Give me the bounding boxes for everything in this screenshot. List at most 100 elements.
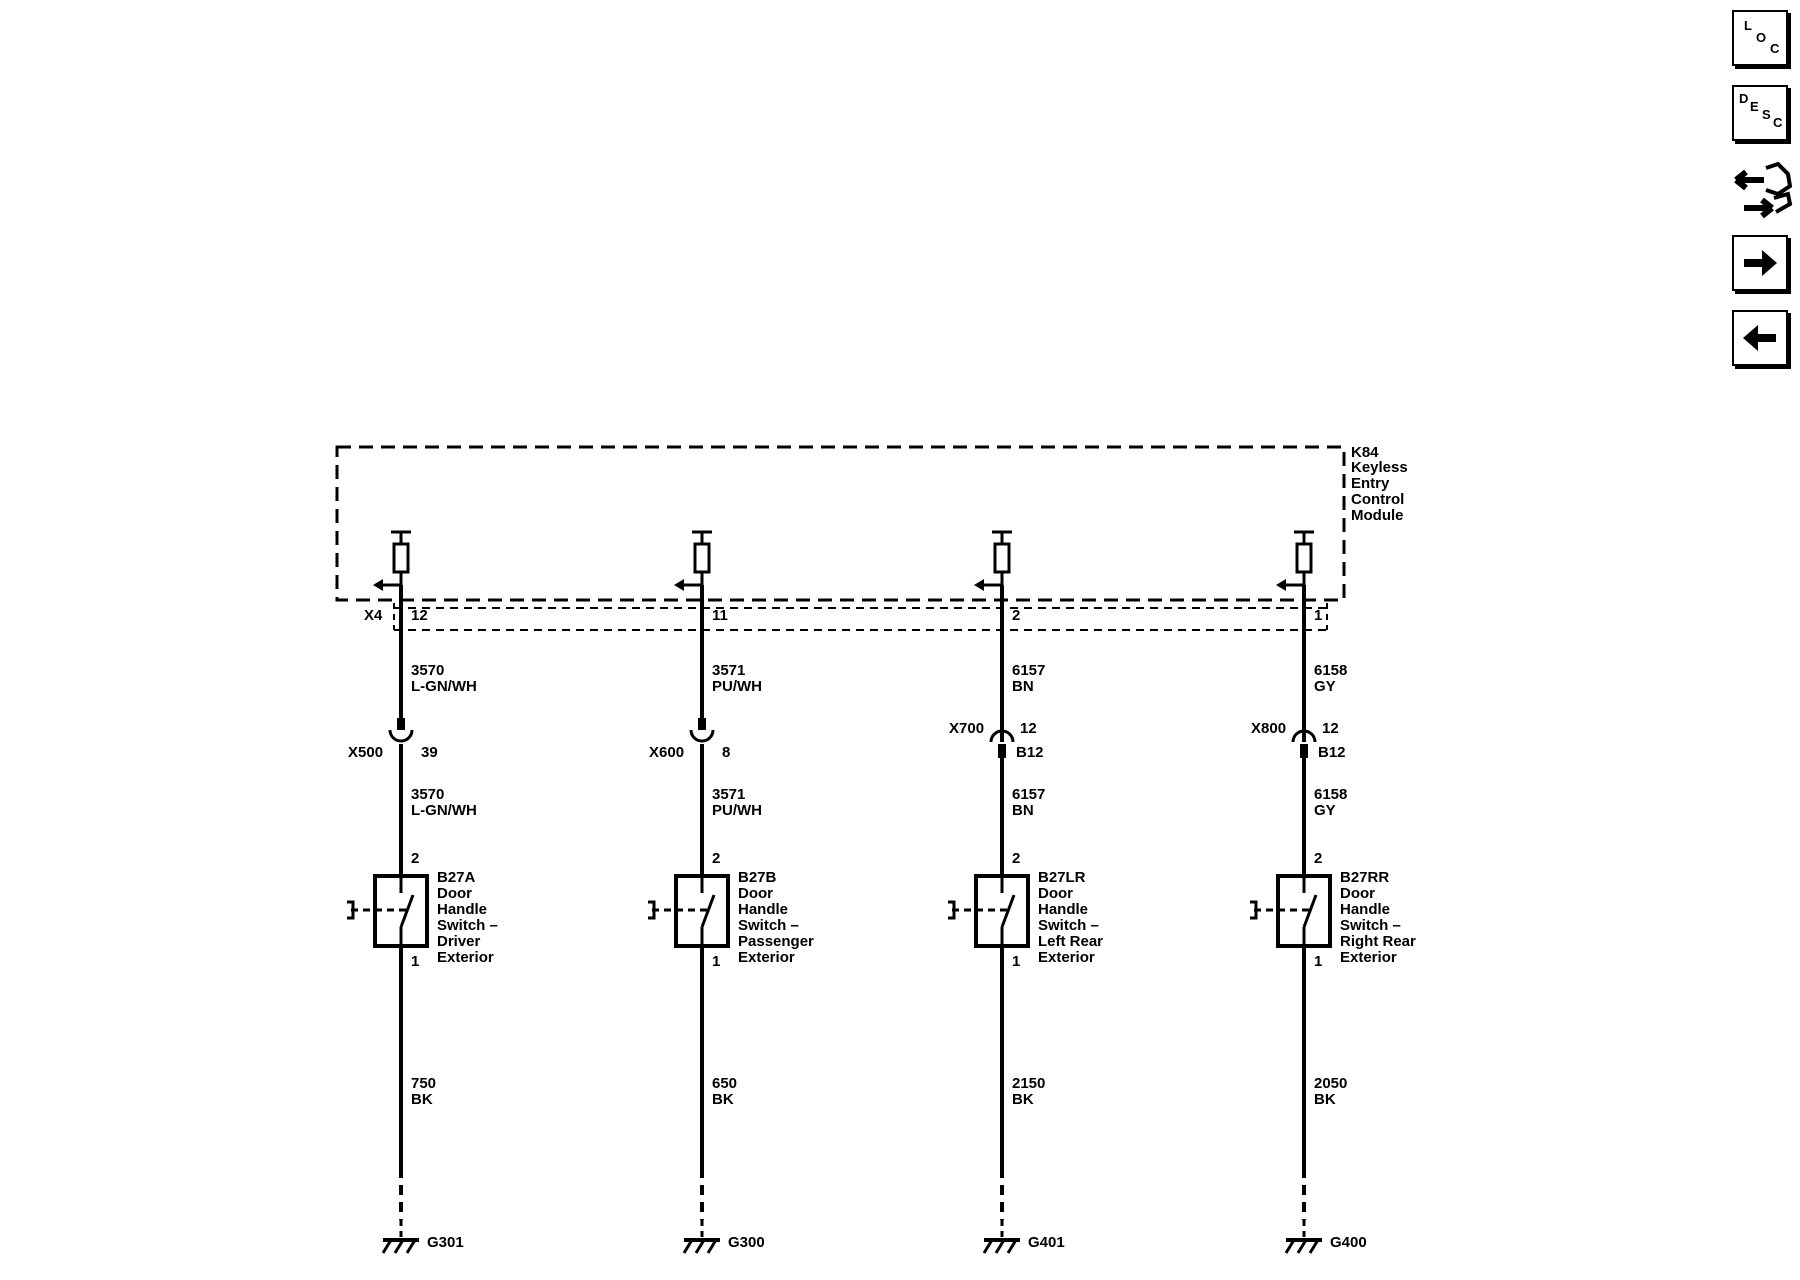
ground-label: G301 xyxy=(427,1234,464,1251)
switch-ref: B27A xyxy=(437,869,476,886)
connector-plug-icon xyxy=(1734,161,1793,219)
ground-tine xyxy=(1284,1239,1296,1254)
wire-color: GY xyxy=(1314,802,1336,819)
switch-desc-line: Handle xyxy=(437,901,487,918)
switch-blade xyxy=(700,894,716,928)
switch-desc-line: Exterior xyxy=(1038,949,1095,966)
switch-pin-label: 2 xyxy=(712,850,720,867)
switch-blade xyxy=(399,894,415,928)
wire-circuit-number: 2150 xyxy=(1012,1075,1045,1092)
switch-actuator-bracket xyxy=(948,900,956,920)
inline-connector-pin2-label: B12 xyxy=(1016,744,1044,761)
switch-desc-line: Right Rear xyxy=(1340,933,1416,950)
switch-pin-label: 1 xyxy=(1314,953,1322,970)
switch-desc-line: Door xyxy=(738,885,773,902)
wire-color: BK xyxy=(712,1091,734,1108)
ground-tine xyxy=(982,1239,994,1254)
switch-ref: B27B xyxy=(738,869,777,886)
switch-blade xyxy=(1302,894,1318,928)
inline-connector-pin-label: 8 xyxy=(722,744,730,761)
ground-tine xyxy=(1296,1239,1308,1254)
module-pin-label: 11 xyxy=(712,607,728,624)
inline-connector-female-half xyxy=(989,729,1015,743)
inline-connector-label: X500 xyxy=(348,744,383,761)
switch-desc-line: Switch – xyxy=(1038,917,1099,934)
switch-pin-label: 2 xyxy=(1012,850,1020,867)
inline-connector-pin xyxy=(397,718,405,730)
switch-desc-line: Passenger xyxy=(738,933,814,950)
ground-label: G400 xyxy=(1330,1234,1367,1251)
ground-tine xyxy=(994,1239,1006,1254)
inline-connector-female-half xyxy=(689,729,715,743)
switch-desc-line: Exterior xyxy=(738,949,795,966)
description-button[interactable]: D E S C xyxy=(1732,85,1788,141)
inline-connector-pin xyxy=(698,718,706,730)
module-pin-label: 1 xyxy=(1314,607,1322,624)
switch-blade xyxy=(1000,894,1016,928)
module-name-line: Keyless xyxy=(1351,459,1408,476)
inline-connector-label: X700 xyxy=(949,720,984,737)
switch-desc-line: Driver xyxy=(437,933,481,950)
previous-button[interactable] xyxy=(1732,310,1788,366)
signal-arrow-head xyxy=(974,579,984,591)
switch-pin-label: 1 xyxy=(411,953,419,970)
wire-circuit-number: 6158 xyxy=(1314,786,1347,803)
inline-connector-label: X800 xyxy=(1251,720,1286,737)
inline-connector-pin-label: 12 xyxy=(1322,720,1339,737)
ground-tine xyxy=(1006,1239,1018,1254)
switch-desc-line: Left Rear xyxy=(1038,933,1103,950)
wire-color: L-GN/WH xyxy=(411,802,477,819)
switch-actuator-bracket xyxy=(347,900,355,920)
signal-arrow-head xyxy=(1276,579,1286,591)
switch-desc-line: Door xyxy=(1038,885,1073,902)
switch-actuator-bracket xyxy=(1250,900,1258,920)
wire-circuit-number: 3571 xyxy=(712,662,745,679)
ground-tine xyxy=(405,1239,417,1254)
next-button[interactable] xyxy=(1732,235,1788,291)
module-name-line: Module xyxy=(1351,507,1404,524)
inline-connector-pin-label: 39 xyxy=(421,744,438,761)
wire-circuit-number: 3570 xyxy=(411,786,444,803)
inline-connector-label: X600 xyxy=(649,744,684,761)
switch-desc-line: Exterior xyxy=(437,949,494,966)
wire-circuit-number: 2050 xyxy=(1314,1075,1347,1092)
output-driver-box xyxy=(392,542,410,574)
wire-circuit-number: 650 xyxy=(712,1075,737,1092)
wire-circuit-number: 6157 xyxy=(1012,662,1045,679)
inline-connector-male-pin xyxy=(998,744,1006,758)
ground-tine xyxy=(694,1239,706,1254)
switch-ref: B27RR xyxy=(1340,869,1389,886)
module-label: K84 Keyless Entry Control Module xyxy=(1351,444,1408,524)
switch-pin-label: 1 xyxy=(712,953,720,970)
location-button[interactable]: L O C xyxy=(1732,10,1788,66)
inline-connector-pin2-label: B12 xyxy=(1318,744,1346,761)
wire-circuit-number: 6158 xyxy=(1314,662,1347,679)
switch-desc-line: Switch – xyxy=(437,917,498,934)
wire-color: GY xyxy=(1314,678,1336,695)
inline-connector-female-half xyxy=(1291,729,1317,743)
wire-color: BK xyxy=(1314,1091,1336,1108)
switch-ref: B27LR xyxy=(1038,869,1086,886)
switch-desc-line: Exterior xyxy=(1340,949,1397,966)
module-ref: K84 xyxy=(1351,444,1379,461)
signal-arrow-head xyxy=(674,579,684,591)
module-pin-label: 12 xyxy=(411,607,428,624)
wire-circuit-number: 6157 xyxy=(1012,786,1045,803)
wire-color: BN xyxy=(1012,802,1034,819)
module-boundary xyxy=(335,445,1346,602)
wire-color: BK xyxy=(1012,1091,1034,1108)
connector-button[interactable] xyxy=(1732,160,1793,219)
module-name-line: Entry xyxy=(1351,475,1390,492)
inline-connector-male-pin xyxy=(1300,744,1308,758)
ground-tine xyxy=(706,1239,718,1254)
switch-desc-line: Switch – xyxy=(1340,917,1401,934)
output-driver-box xyxy=(993,542,1011,574)
switch-desc-line: Handle xyxy=(1340,901,1390,918)
inline-connector-pin-label: 12 xyxy=(1020,720,1037,737)
module-connector-label: X4 xyxy=(364,607,383,624)
module-name-line: Control xyxy=(1351,491,1404,508)
